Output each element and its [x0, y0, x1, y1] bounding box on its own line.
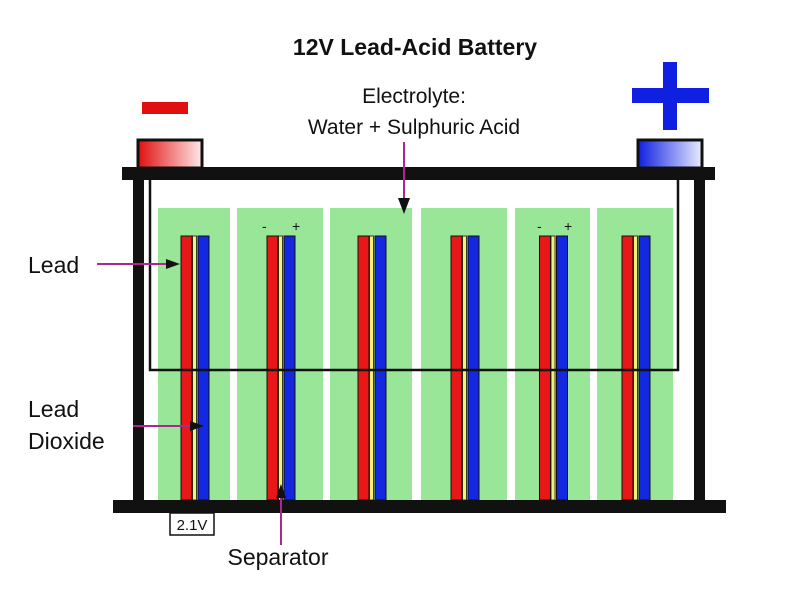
cells-group: - + - + [158, 208, 673, 501]
lead-pointer [97, 259, 180, 269]
electrolyte-label: Electrolyte: [362, 85, 466, 108]
lead-dioxide-plate [467, 235, 480, 501]
lead-plate [266, 235, 279, 501]
lead-plate [357, 235, 370, 501]
positive-terminal [636, 138, 704, 170]
lead-dioxide-plate [374, 235, 387, 501]
internal-wire [148, 180, 680, 372]
lead-dioxide-plate [556, 235, 568, 501]
lead-dioxide-label: Lead [28, 396, 79, 422]
separator-plate [369, 235, 374, 501]
separator-plate [192, 235, 197, 501]
diagram-title: 12V Lead-Acid Battery [293, 34, 537, 60]
cell-voltage-box [169, 512, 215, 536]
separator-pointer [276, 484, 286, 545]
cell-voltage-label: 2.1V [177, 517, 208, 534]
lead-dioxide-pointer [133, 421, 204, 431]
lead-label: Lead [28, 252, 79, 278]
battery-base [113, 500, 726, 513]
lead-dioxide-plate [197, 235, 210, 501]
cell-minus-mark: - [262, 218, 267, 234]
lead-plate [180, 235, 193, 501]
lead-plate [450, 235, 463, 501]
lead-dioxide-plate [283, 235, 296, 501]
negative-symbol-icon [142, 102, 188, 114]
battery-left-wall [133, 178, 144, 501]
separator-plate [550, 235, 556, 501]
cell-plus-mark: + [564, 218, 572, 234]
separator-plate [462, 235, 467, 501]
lead-dioxide-sublabel: Dioxide [28, 428, 105, 454]
electrolyte-sublabel: Water + Sulphuric Acid [308, 116, 520, 139]
separator-label: Separator [227, 544, 328, 570]
electrolyte-pointer [398, 142, 410, 214]
positive-symbol-icon [632, 62, 709, 130]
battery-right-wall [694, 178, 705, 501]
battery-lid [122, 167, 715, 180]
cell-plus-mark: + [292, 218, 300, 234]
lead-plate [621, 235, 634, 501]
lead-dioxide-plate [638, 235, 651, 501]
separator-plate [278, 235, 283, 501]
negative-terminal [136, 138, 204, 170]
separator-plate [633, 235, 638, 501]
lead-plate [539, 235, 551, 501]
cell-minus-mark: - [537, 218, 542, 234]
